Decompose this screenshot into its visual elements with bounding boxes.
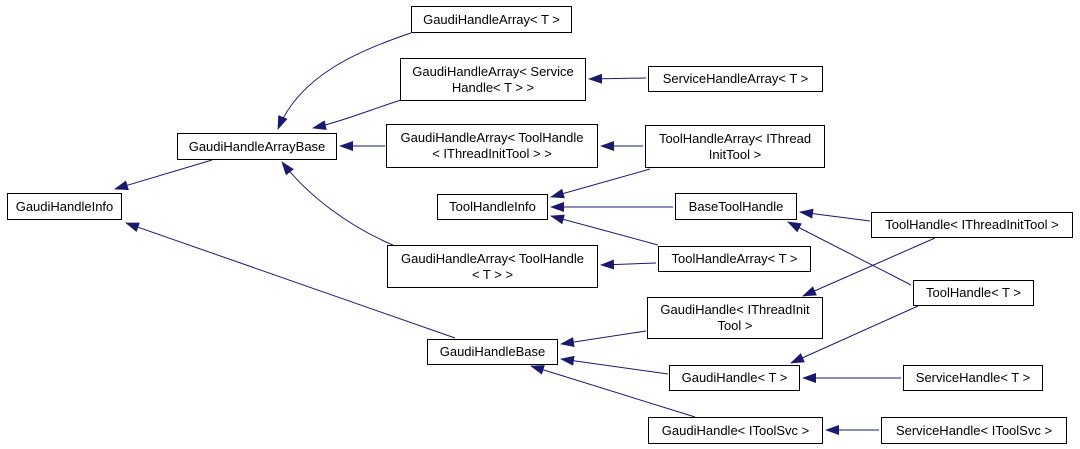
class-node-label: GaudiHandleArray< ToolHandle < T > > <box>401 250 584 282</box>
class-node-gaudi-handle-array-toolhandle-ithreadinittool[interactable]: GaudiHandleArray< ToolHandle < IThreadIn… <box>386 124 598 168</box>
class-node-label: ToolHandleInfo <box>449 199 536 214</box>
inheritance-edge-tool-handle-array-t-to-gaudi-handle-array-toolhandle-t <box>600 259 657 270</box>
class-node-tool-handle-t[interactable]: ToolHandle< T > <box>913 280 1034 306</box>
class-node-label: ToolHandle< IThreadInitTool > <box>885 217 1059 232</box>
class-node-label: ServiceHandle< T > <box>915 370 1031 385</box>
class-node-label: GaudiHandleArrayBase <box>188 138 326 154</box>
class-node-tool-handle-array-t[interactable]: ToolHandleArray< T > <box>658 246 811 272</box>
class-node-gaudi-handle-t[interactable]: GaudiHandle< T > <box>669 365 800 391</box>
inheritance-edge-gaudi-handle-array-service-handle-t-to-gaudi-handle-array-base <box>312 99 402 131</box>
class-node-label: ServiceHandle< IToolSvc > <box>895 422 1053 438</box>
class-node-label: GaudiHandleArray< Service Handle< T > > <box>412 63 574 95</box>
class-node-tool-handle-info[interactable]: ToolHandleInfo <box>437 194 548 220</box>
class-node-service-handle-itoolsvc[interactable]: ServiceHandle< IToolSvc > <box>881 417 1067 444</box>
inheritance-edge-gaudi-handle-array-t-to-gaudi-handle-array-base <box>277 32 412 130</box>
class-node-label: GaudiHandle< T > <box>681 370 788 385</box>
class-node-label: ServiceHandleArray< T > <box>662 71 809 86</box>
class-node-label: ToolHandle< T > <box>926 285 1021 300</box>
class-node-label: ToolHandleArray< T > <box>671 251 798 266</box>
class-node-label: GaudiHandleInfo <box>15 198 114 214</box>
inheritance-edge-gaudi-handle-array-base-to-gaudi-handle-info <box>114 159 213 191</box>
class-node-tool-handle-array-ithreadinittool[interactable]: ToolHandleArray< IThread InitTool > <box>645 125 825 168</box>
class-node-label: ToolHandleArray< IThread InitTool > <box>658 130 812 162</box>
inheritance-edge-gaudi-handle-ithreadinittool-to-gaudi-handle-base <box>560 330 647 347</box>
inheritance-edge-tool-handle-array-t-to-tool-handle-info <box>550 214 659 246</box>
class-node-gaudi-handle-ithreadinittool[interactable]: GaudiHandle< IThreadInit Tool > <box>647 297 823 339</box>
inheritance-edge-tool-handle-t-to-base-tool-handle <box>787 221 912 286</box>
class-node-gaudi-handle-itoolsvc[interactable]: GaudiHandle< IToolSvc > <box>648 417 823 444</box>
class-node-gaudi-handle-base[interactable]: GaudiHandleBase <box>427 339 558 365</box>
inheritance-edge-tool-handle-ithreadinittool-to-base-tool-handle <box>799 208 871 222</box>
class-node-tool-handle-ithreadinittool[interactable]: ToolHandle< IThreadInitTool > <box>871 212 1073 238</box>
class-node-gaudi-handle-array-toolhandle-t[interactable]: GaudiHandleArray< ToolHandle < T > > <box>387 245 598 288</box>
class-node-label: GaudiHandle< IToolSvc > <box>661 422 810 438</box>
inheritance-edge-gaudi-handle-itoolsvc-to-gaudi-handle-base <box>530 365 696 418</box>
inheritance-edge-gaudi-handle-base-to-gaudi-handle-info <box>125 222 456 339</box>
class-node-label: GaudiHandle< IThreadInit Tool > <box>660 302 810 333</box>
class-node-label: GaudiHandleArray< ToolHandle < IThreadIn… <box>400 130 584 161</box>
class-node-service-handle-array-t[interactable]: ServiceHandleArray< T > <box>648 66 823 92</box>
class-node-gaudi-handle-array-service-handle-t[interactable]: GaudiHandleArray< Service Handle< T > > <box>400 58 586 101</box>
inheritance-edge-tool-handle-array-ithreadinittool-to-tool-handle-info <box>550 168 651 199</box>
inheritance-edge-gaudi-handle-array-toolhandle-t-to-gaudi-handle-array-base <box>281 161 394 246</box>
inheritance-edge-gaudi-handle-t-to-gaudi-handle-base <box>560 355 669 375</box>
class-node-base-tool-handle[interactable]: BaseToolHandle <box>675 193 797 220</box>
class-node-service-handle-t[interactable]: ServiceHandle< T > <box>903 365 1043 391</box>
inheritance-edge-service-handle-array-t-to-gaudi-handle-array-service-handle-t <box>588 73 647 84</box>
class-node-label: BaseToolHandle <box>688 198 784 214</box>
class-node-label: GaudiHandleBase <box>439 344 546 359</box>
class-node-gaudi-handle-array-t[interactable]: GaudiHandleArray< T > <box>411 6 572 33</box>
inheritance-edge-tool-handle-t-to-gaudi-handle-t <box>790 305 919 364</box>
inheritance-edge-tool-handle-ithreadinittool-to-gaudi-handle-ithreadinittool <box>802 237 936 297</box>
class-node-label: GaudiHandleArray< T > <box>423 11 560 27</box>
class-node-gaudi-handle-array-base[interactable]: GaudiHandleArrayBase <box>177 133 337 160</box>
edge-group <box>114 32 936 435</box>
class-node-gaudi-handle-info[interactable]: GaudiHandleInfo <box>7 193 122 220</box>
